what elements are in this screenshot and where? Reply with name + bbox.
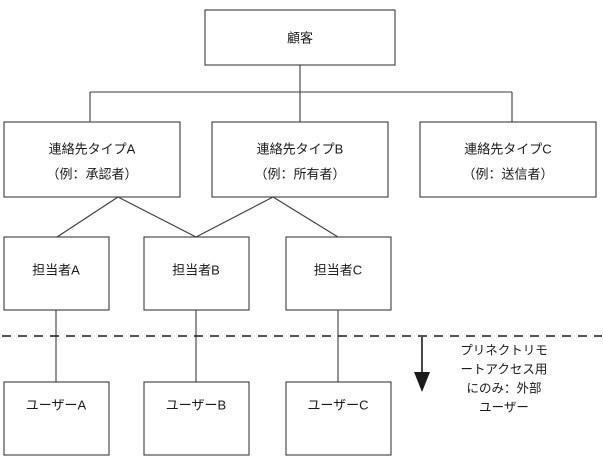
connector-type-a-to-contact-a bbox=[56, 196, 119, 238]
node-user-c-label: ユーザーC bbox=[307, 397, 368, 412]
node-user-c-box[interactable] bbox=[285, 381, 392, 456]
node-contact-b[interactable]: 担当者B bbox=[143, 236, 250, 311]
boundary-note-line1: プリネクトリモ bbox=[460, 343, 548, 357]
node-contact-type-c[interactable]: 連絡先タイプC （例：送信者） bbox=[419, 121, 597, 198]
node-contact-type-b-box[interactable] bbox=[211, 121, 389, 198]
node-customer[interactable]: 顧客 bbox=[204, 9, 396, 66]
node-contact-type-b[interactable]: 連絡先タイプB （例：所有者） bbox=[211, 121, 389, 198]
node-contact-type-b-label-line1: 連絡先タイプB bbox=[257, 141, 344, 156]
boundary-note-line4: ユーザー bbox=[479, 400, 529, 414]
node-contact-a-box[interactable] bbox=[3, 236, 110, 311]
node-contact-type-c-label-line2: （例：送信者） bbox=[462, 166, 553, 181]
connector-group-middle bbox=[56, 196, 339, 238]
node-user-a[interactable]: ユーザーA bbox=[3, 381, 110, 456]
node-user-c[interactable]: ユーザーC bbox=[285, 381, 392, 456]
node-customer-box[interactable] bbox=[204, 9, 396, 66]
node-customer-label: 顧客 bbox=[287, 30, 313, 45]
connector-group-bottom bbox=[55, 310, 339, 382]
connector-group-top bbox=[89, 65, 513, 122]
node-contact-c[interactable]: 担当者C bbox=[285, 236, 392, 311]
node-contact-a-label: 担当者A bbox=[32, 262, 80, 277]
node-contact-type-b-label-line2: （例：所有者） bbox=[254, 166, 345, 181]
boundary-note-line3: にのみ：外部 bbox=[466, 380, 541, 395]
node-contact-type-a-label-line2: （例：承認者） bbox=[46, 166, 137, 181]
node-user-a-label: ユーザーA bbox=[26, 397, 87, 412]
external-access-arrow-head bbox=[414, 372, 430, 392]
node-contact-type-c-label-line1: 連絡先タイプC bbox=[464, 141, 551, 156]
node-user-a-box[interactable] bbox=[3, 381, 110, 456]
node-contact-b-box[interactable] bbox=[143, 236, 250, 311]
node-user-b-label: ユーザーB bbox=[166, 397, 226, 412]
node-contact-c-label: 担当者C bbox=[314, 262, 362, 277]
boundary-note: プリネクトリモ ートアクセス用 にのみ：外部 ユーザー bbox=[460, 343, 548, 414]
node-contact-b-label: 担当者B bbox=[172, 262, 220, 277]
external-access-arrow bbox=[414, 337, 430, 392]
boundary-note-line2: ートアクセス用 bbox=[461, 362, 548, 376]
node-contact-type-c-box[interactable] bbox=[419, 121, 597, 198]
connector-type-b-to-contact-b bbox=[195, 196, 274, 238]
node-contact-type-a-box[interactable] bbox=[3, 121, 181, 198]
connector-type-b-to-contact-c bbox=[272, 196, 339, 238]
node-contact-type-a-label-line1: 連絡先タイプA bbox=[49, 141, 136, 156]
connector-type-a-to-contact-b bbox=[117, 196, 197, 238]
node-user-b-box[interactable] bbox=[143, 381, 250, 456]
node-contact-a[interactable]: 担当者A bbox=[3, 236, 110, 311]
node-contact-c-box[interactable] bbox=[285, 236, 392, 311]
node-user-b[interactable]: ユーザーB bbox=[143, 381, 250, 456]
node-contact-type-a[interactable]: 連絡先タイプA （例：承認者） bbox=[3, 121, 181, 198]
